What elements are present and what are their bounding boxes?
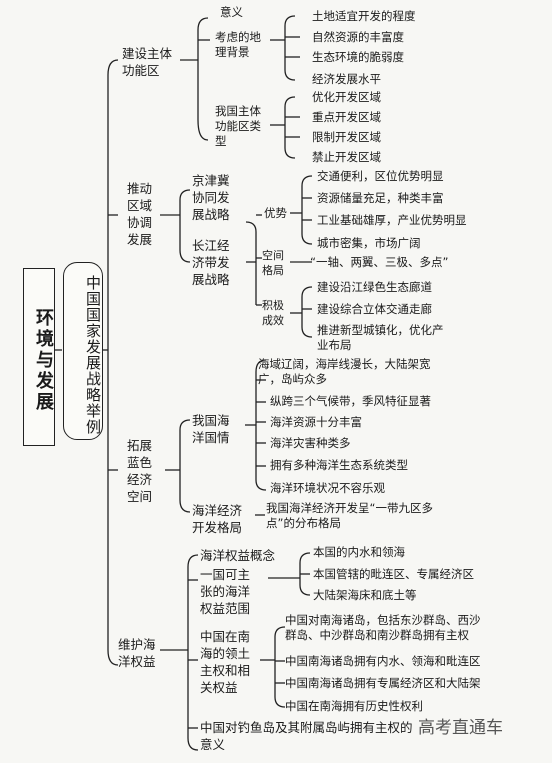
branch1-meaning: 意义 — [220, 5, 243, 19]
pattern-label: 海洋经济 开发格局 — [192, 503, 243, 535]
adv-item: 城市密集，市场广阔 — [317, 236, 421, 250]
positive-label: 积极 成效 — [262, 299, 284, 327]
jjj-strategy: 京津冀 协同发 展战略 — [192, 173, 230, 222]
adv-item: 交通便利，区位优势明显 — [317, 169, 444, 183]
ocean-item: 海洋灾害种类多 — [270, 436, 351, 450]
geo-item: 自然资源的丰富度 — [312, 30, 404, 44]
branch1-geo-label: 考虑的地 理背景 — [215, 30, 261, 59]
branch4-label: 维护海 洋权益 — [118, 637, 156, 669]
geo-item: 土地适宜开发的程度 — [312, 9, 416, 23]
type-item: 禁止开发区域 — [312, 150, 381, 164]
ocean-item: 海洋环境状况不容乐观 — [270, 481, 385, 495]
geo-item: 生态环境的脆弱度 — [312, 50, 404, 64]
pattern-text: 我国海洋经济开发呈“一带九区多 点”的分布格局 — [266, 501, 433, 530]
sc-item: 中国南海诸岛拥有专属经济区和大陆架 — [285, 676, 481, 690]
branch3-label: 拓展 蓝色 经济 空间 — [127, 438, 153, 504]
ocean-item: 海域辽阔，海岸线漫长，大陆架宽 广，岛屿众多 — [258, 357, 431, 386]
concept-label: 海洋权益概念 — [200, 548, 276, 563]
pos-item: 建设综合立体交通走廊 — [317, 302, 432, 316]
watermark: 高考直通车 — [418, 718, 503, 737]
geo-item: 经济发展水平 — [312, 72, 381, 86]
claim-item: 本国管辖的毗连区、专属经济区 — [313, 567, 474, 581]
claim-item: 本国的内水和领海 — [313, 545, 405, 559]
pos-item: 推进新型城镇化，优化产 业布局 — [317, 323, 444, 352]
sc-item: 中国对南海诸岛，包括东沙群岛、西沙 群岛、中沙群岛和南沙群岛拥有主权 — [285, 613, 481, 642]
claim-item: 大陆架海床和底土等 — [313, 588, 417, 602]
advantage-label: 优势 — [264, 206, 287, 220]
branch1-types-label: 我国主体 功能区类 型 — [215, 104, 261, 148]
south-china-sea-label: 中国在南 海的领土 主权和相 关权益 — [200, 629, 251, 695]
space-text: “一轴、两翼、三极、多点” — [310, 255, 449, 269]
root-title-box: 环境与发展 — [23, 268, 55, 446]
cj-strategy: 长江经 济带发 展战略 — [192, 238, 230, 287]
diaoyu-text: 中国对钓鱼岛及其附属岛屿拥有主权的 意义 — [200, 720, 413, 752]
ocean-label: 我国海 洋国情 — [192, 413, 230, 445]
ocean-item: 拥有多种海洋生态系统类型 — [270, 458, 408, 472]
type-item: 重点开发区域 — [312, 110, 381, 124]
ocean-item: 纵跨三个气候带，季风特征显著 — [270, 394, 431, 408]
type-item: 限制开发区域 — [312, 130, 381, 144]
sc-item: 中国南海诸岛拥有内水、领海和毗连区 — [285, 654, 481, 668]
space-label: 空间 格局 — [262, 249, 284, 277]
ocean-item: 海洋资源十分丰富 — [270, 415, 362, 429]
claim-label: 一国可主 张的海洋 权益范围 — [200, 567, 251, 616]
pos-item: 建设沿江绿色生态廊道 — [317, 280, 432, 294]
adv-item: 工业基础雄厚，产业优势明显 — [317, 213, 467, 227]
type-item: 优化开发区域 — [312, 90, 381, 104]
sc-item: 中国在南海拥有历史性权利 — [285, 699, 423, 713]
adv-item: 资源储量充足，种类丰富 — [317, 191, 444, 205]
branch1-label: 建设主体 功能区 — [122, 46, 173, 78]
branch2-label: 推动 区域 协调 发展 — [127, 181, 153, 247]
root-subtitle-box: 中国国家发展战略举例 — [63, 262, 103, 440]
